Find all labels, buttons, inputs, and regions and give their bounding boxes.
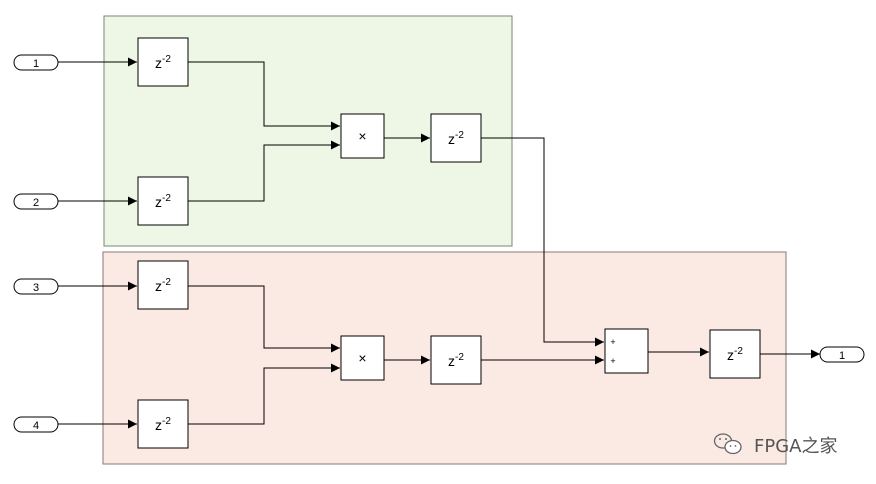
product-2-symbol: ×: [358, 350, 366, 366]
svg-text:z-2: z-2: [155, 54, 171, 71]
inport-3[interactable]: 3: [13, 278, 59, 295]
svg-text:z-2: z-2: [448, 130, 464, 147]
svg-text:z-2: z-2: [155, 416, 171, 433]
product-block-1[interactable]: ×: [340, 113, 385, 159]
sum-block[interactable]: + +: [604, 328, 649, 374]
watermark-text: FPGA之家: [754, 436, 837, 457]
delay-block-1[interactable]: z-2: [137, 37, 189, 87]
delay-block-5[interactable]: z-2: [430, 113, 482, 163]
line-delay2-product1: [188, 140, 340, 202]
delay-block-2[interactable]: z-2: [137, 176, 189, 226]
svg-text:z-2: z-2: [155, 277, 171, 294]
line-delay5-sum: [481, 137, 604, 347]
product-block-2[interactable]: ×: [340, 335, 385, 381]
sum-sign-2: +: [610, 356, 615, 366]
outport-1[interactable]: 1: [819, 346, 865, 363]
inport-1-label: 1: [33, 58, 39, 70]
line-delay1-product1: [188, 61, 340, 131]
inport-2[interactable]: 2: [13, 193, 59, 210]
svg-text:z-2: z-2: [155, 193, 171, 210]
outport-1-label: 1: [839, 350, 845, 362]
product-1-symbol: ×: [358, 128, 366, 144]
svg-text:z-2: z-2: [448, 352, 464, 369]
inport-4-label: 4: [33, 420, 39, 432]
signal-lines: [58, 57, 820, 429]
inport-4[interactable]: 4: [13, 416, 59, 433]
watermark: FPGA之家: [713, 433, 837, 457]
line-delay4-product2: [188, 363, 340, 425]
line-delay3-product2: [188, 285, 340, 353]
sum-sign-1: +: [610, 337, 615, 347]
delay-block-6[interactable]: z-2: [430, 335, 482, 385]
delay-block-3[interactable]: z-2: [137, 260, 189, 310]
svg-text:z-2: z-2: [727, 346, 743, 363]
delay-block-7[interactable]: z-2: [709, 329, 761, 379]
inport-2-label: 2: [33, 197, 39, 209]
inport-1[interactable]: 1: [13, 54, 59, 71]
wechat-icon: [713, 433, 742, 455]
inport-3-label: 3: [33, 282, 39, 294]
delay-block-4[interactable]: z-2: [137, 399, 189, 449]
